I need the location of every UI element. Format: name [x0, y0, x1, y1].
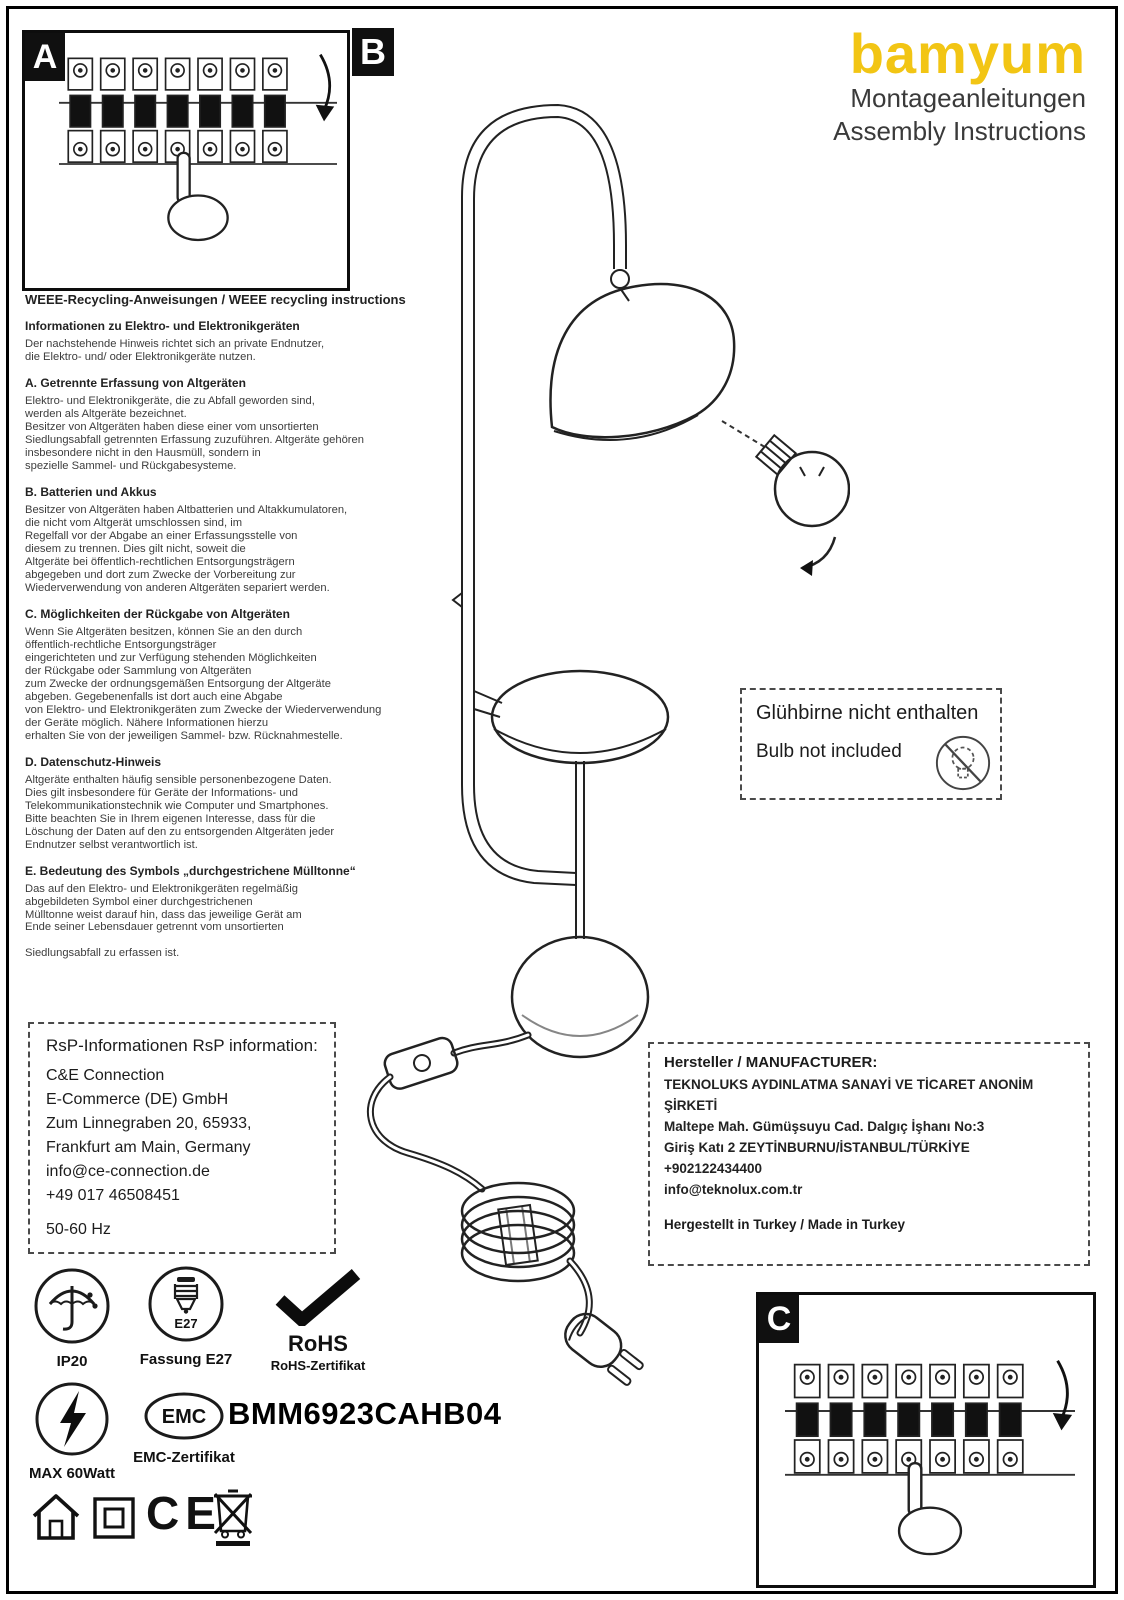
manufacturer-line: TEKNOLUKS AYDINLATMA SANAYİ VE TİCARET A…: [664, 1077, 1034, 1113]
svg-text:E27: E27: [174, 1316, 197, 1331]
manufacturer-title: Hersteller / MANUFACTURER:: [664, 1054, 878, 1071]
floor-lamp-illustration: [366, 103, 850, 1386]
weee-heading: D. Datenschutz-Hinweis: [25, 754, 162, 769]
rohs-label: RoHS: [288, 1331, 348, 1356]
ce-mark: CE: [146, 1487, 222, 1539]
ip20-label: IP20: [56, 1353, 88, 1370]
weee-body: Altgeräte enthalten häufig sensible pers…: [25, 773, 335, 851]
rsp-line: Zum Linnegraben 20, 65933,: [46, 1115, 252, 1132]
rsp-line: +49 017 46508451: [46, 1187, 180, 1204]
fassung-e27-label: Fassung E27: [139, 1351, 233, 1368]
made-in-line: Hergestellt in Turkey / Made in Turkey: [664, 1216, 906, 1232]
rohs-cert-block: RoHS RoHS-Zertifikat: [260, 1268, 376, 1373]
weee-body: Wenn Sie Altgeräten besitzen, können Sie…: [25, 625, 382, 742]
emc-cert-block: EMC EMC-Zertifikat: [132, 1390, 236, 1466]
rsp-line: Frankfurt am Main, Germany: [46, 1139, 251, 1156]
panel-a: A: [22, 30, 350, 291]
brand-subtitle-en: Assembly Instructions: [833, 115, 1086, 146]
breaker-diagram-c-icon: [785, 1351, 1075, 1559]
manufacturer-line: +902122434400: [664, 1160, 762, 1176]
bulb-notice-de: Glühbirne nicht enthalten: [756, 702, 979, 724]
weee-title: WEEE-Recycling-Anweisungen / WEEE recycl…: [25, 292, 406, 307]
weee-heading: E. Bedeutung des Symbols „durchgestriche…: [25, 863, 356, 878]
weee-text-block: WEEE-Recycling-Anweisungen / WEEE recycl…: [25, 292, 449, 960]
house-icon: [32, 1494, 80, 1540]
weee-heading: B. Batterien und Akkus: [25, 484, 157, 499]
rsp-info-box: RsP-Informationen RsP information: C&E C…: [28, 1022, 336, 1254]
brand-subtitle-de: Montageanleitungen: [850, 83, 1086, 113]
rsp-frequency: 50-60 Hz: [46, 1221, 111, 1238]
rsp-line: C&E Connection: [46, 1067, 165, 1084]
max-watt-label: MAX 60Watt: [28, 1465, 116, 1482]
crossed-bulb-icon: [935, 735, 991, 791]
svg-text:EMC: EMC: [162, 1406, 206, 1428]
panel-a-label: A: [25, 33, 65, 81]
weee-body: Besitzer von Altgeräten haben Altbatteri…: [25, 503, 348, 594]
rsp-title: RsP-Informationen RsP information:: [46, 1036, 318, 1055]
ip20-umbrella-icon: [34, 1268, 110, 1344]
weee-heading: Informationen zu Elektro- und Elektronik…: [25, 319, 300, 333]
rsp-line: E-Commerce (DE) GmbH: [46, 1091, 229, 1108]
brand-block: bamyum Montageanleitungen Assembly Instr…: [833, 26, 1086, 147]
manufacturer-box: Hersteller / MANUFACTURER: TEKNOLUKS AYD…: [648, 1042, 1090, 1266]
lightning-bolt-icon: [35, 1382, 109, 1456]
manufacturer-line: Maltepe Mah. Gümüşsuyu Cad. Dalgıç İşhan…: [664, 1118, 985, 1134]
weee-heading: C. Möglichkeiten der Rückgabe von Altger…: [25, 606, 290, 621]
panel-c-label: C: [759, 1295, 799, 1343]
e27-socket-icon: E27: [148, 1266, 224, 1342]
manufacturer-line: Giriş Katı 2 ZEYTİNBURNU/İSTANBUL/TÜRKİY…: [664, 1139, 970, 1155]
brand-logo: bamyum: [849, 22, 1086, 85]
weee-heading: A. Getrennte Erfassung von Altgeräten: [25, 375, 246, 390]
emc-zertifikat-label: EMC-Zertifikat: [133, 1449, 235, 1466]
rohs-checkmark-icon: [275, 1269, 361, 1329]
weee-body: Der nachstehende Hinweis richtet sich an…: [25, 338, 325, 363]
rohs-zertifikat-label: RoHS-Zertifikat: [270, 1358, 366, 1373]
weee-body: Elektro- und Elektronikgeräte, die zu Ab…: [25, 394, 364, 472]
bulb-not-included-box: Glühbirne nicht enthalten Bulb not inclu…: [740, 688, 1002, 800]
panel-b-label: B: [352, 28, 394, 76]
weee-crossed-bin-icon: [213, 1489, 253, 1546]
double-insulation-icon: [93, 1497, 135, 1539]
manufacturer-line: info@teknolux.com.tr: [664, 1181, 803, 1197]
e27-cert: E27 Fassung E27: [134, 1264, 238, 1368]
max-watt-cert: MAX 60Watt: [22, 1380, 122, 1482]
weee-body: Das auf den Elektro- und Elektronikgerät…: [25, 882, 302, 960]
breaker-diagram-a-icon: [59, 45, 337, 245]
emc-oval-icon: EMC: [144, 1392, 224, 1440]
bulb-notice-en: Bulb not included: [756, 741, 902, 762]
rsp-line: info@ce-connection.de: [46, 1163, 210, 1180]
ip20-cert: IP20: [28, 1266, 116, 1370]
panel-c: C: [756, 1292, 1096, 1588]
model-code: BMM6923CAHB04: [228, 1396, 502, 1431]
